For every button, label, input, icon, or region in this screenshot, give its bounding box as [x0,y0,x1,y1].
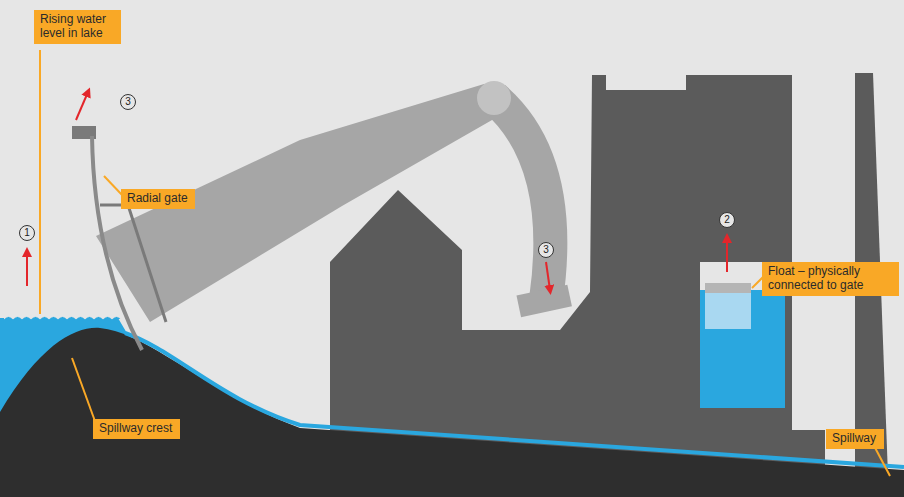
callout-text: 1 [20,226,34,240]
gate-pivot [477,81,511,115]
callout-number: 1 [19,225,35,241]
motion-arrow [76,92,88,120]
crest-label: Spillway crest [93,419,180,439]
gate-strut [100,205,166,322]
callout-number: 3 [538,242,554,258]
water-level-label: Rising water level in lake [34,10,121,44]
wave [76,317,85,320]
callout-text: 2 [720,213,734,227]
motion-arrow [26,252,28,286]
gate-label: Radial gate [121,189,195,209]
motion-arrow [546,262,550,290]
spillway-flow [125,333,904,467]
wave [58,317,67,320]
float-top [705,283,751,293]
spillway-label: Spillway [826,429,884,449]
wave [4,317,13,320]
wave [31,317,40,320]
label-text: Rising water level in lake [40,12,115,40]
callout-number: 3 [120,94,136,110]
wave [94,317,103,320]
callout-text: 3 [539,243,553,257]
wave [85,317,94,320]
float-label: Float – physically connected to gate [762,262,899,296]
label-text: Spillway [832,431,878,445]
float [705,283,751,329]
wave [103,317,112,320]
leader-line [39,50,41,314]
wave [67,317,76,320]
callout-number: 2 [719,212,735,228]
motion-arrow [726,238,728,272]
label-text: Float – physically connected to gate [768,264,893,292]
wave [49,317,58,320]
counterweight-arm [494,98,550,300]
wave [13,317,22,320]
leader-line [72,358,96,424]
water-waves [4,317,121,320]
spillway-ground [0,328,904,497]
wave [22,317,31,320]
label-text: Spillway crest [99,421,174,435]
label-text: Radial gate [127,191,189,205]
counterweight [516,285,571,317]
wave [112,317,121,320]
gate-arm [96,84,506,322]
radial-gate-skin [92,136,142,350]
wave [40,317,49,320]
callout-text: 3 [121,95,135,109]
